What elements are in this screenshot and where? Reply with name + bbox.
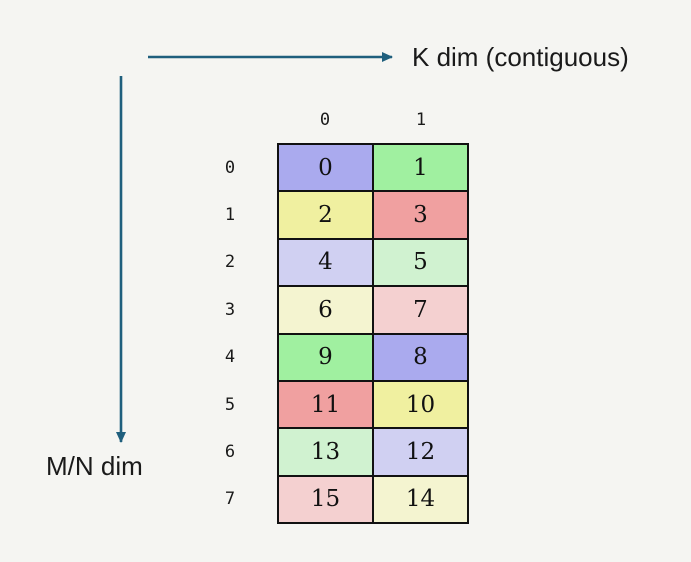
matrix-cell: 13: [279, 429, 372, 475]
matrix-cell: 10: [374, 381, 467, 428]
k-dim-label: K dim (contiguous): [412, 42, 629, 72]
row-header: 2: [224, 252, 236, 273]
matrix-cell: 3: [374, 192, 467, 238]
row-header: 4: [224, 347, 236, 368]
matrix-cell: 14: [374, 476, 467, 523]
matrix-cell: 0: [279, 145, 372, 191]
matrix-cell: 4: [279, 239, 372, 286]
column-header: 0: [319, 110, 331, 130]
column-header: 1: [415, 110, 427, 130]
mn-dim-label: M/N dim: [46, 451, 143, 481]
matrix-cell: 9: [279, 334, 372, 380]
matrix-cell: 5: [374, 239, 467, 286]
row-header: 5: [224, 394, 236, 415]
matrix-cell: 15: [279, 476, 372, 523]
matrix-cell: 1: [374, 145, 467, 191]
matrix-cell: 2: [279, 192, 372, 238]
matrix-cell: 8: [374, 334, 467, 380]
matrix-cell: 11: [279, 381, 372, 428]
row-headers: 0 1 2 3 4 5 6 7: [206, 144, 254, 523]
row-header: 7: [224, 489, 236, 510]
matrix-cell: 12: [374, 429, 467, 475]
matrix-cell: 7: [374, 287, 467, 333]
matrix-cell: 6: [279, 287, 372, 333]
row-header: 0: [224, 157, 236, 178]
row-header: 3: [224, 299, 236, 320]
row-header: 1: [224, 205, 236, 226]
row-header: 6: [224, 442, 236, 463]
